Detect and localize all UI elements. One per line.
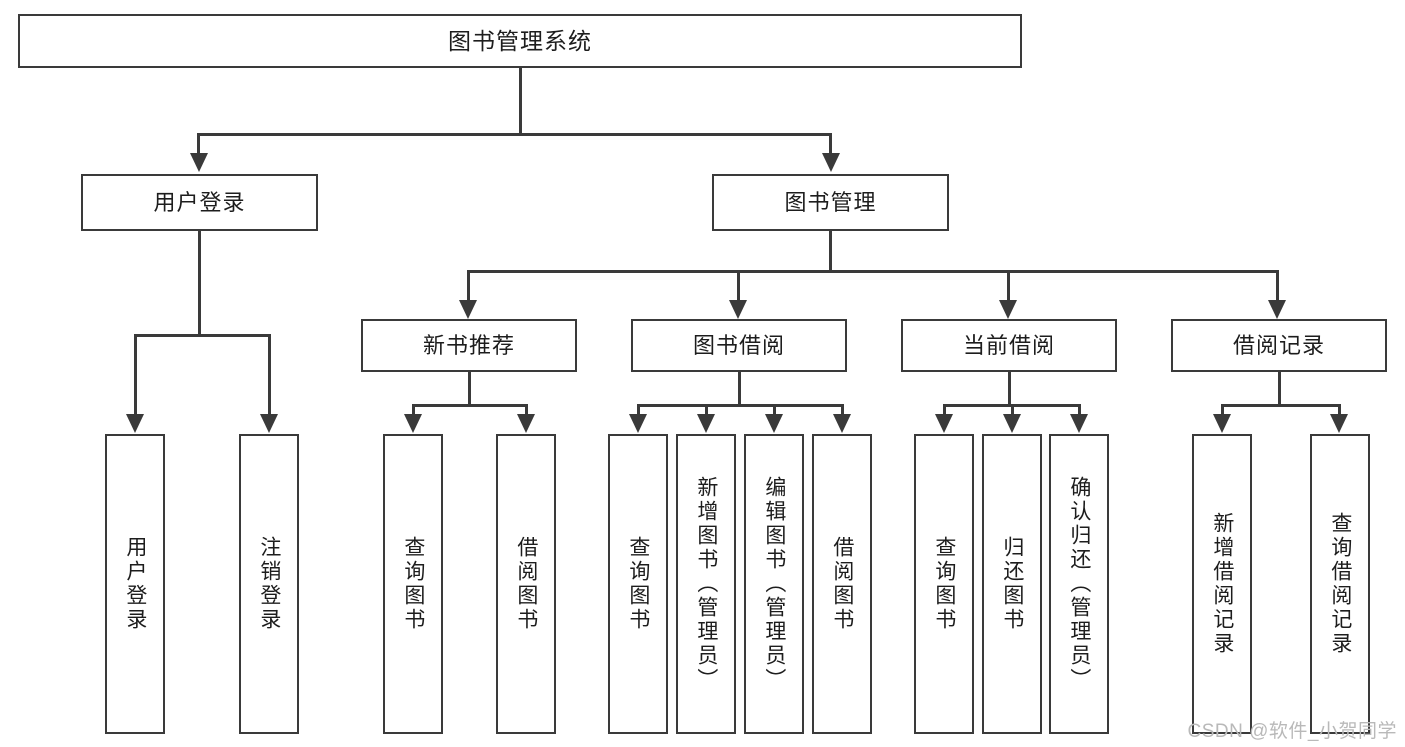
leaf-borrow-record-add-record[interactable]: 新增借阅记录 [1192, 434, 1252, 734]
leaf-book-borrow-add-book-admin[interactable]: 新增图书（管理员） [676, 434, 736, 734]
node-label: 新增图书（管理员） [694, 476, 718, 692]
node-label: 新书推荐 [422, 332, 515, 358]
node-label: 当前借阅 [962, 332, 1055, 358]
arrowhead-cb-leaf-3 [1070, 414, 1088, 433]
edge-drop-to-book-management [829, 133, 832, 155]
edge-nbr-drop-1 [412, 404, 415, 416]
node-book-management[interactable]: 图书管理 [712, 174, 949, 231]
leaf-book-borrow-edit-book-admin[interactable]: 编辑图书（管理员） [744, 434, 804, 734]
node-label: 图书借阅 [692, 332, 785, 358]
arrowhead-br-leaf-2 [1330, 414, 1348, 433]
edge-drop-to-user-login [197, 133, 200, 155]
edge-borrow-record-bus [1221, 404, 1341, 407]
leaf-user-login-user-login[interactable]: 用户登录 [105, 434, 165, 734]
arrowhead-user-login [190, 153, 208, 172]
node-label: 归还图书 [1000, 536, 1024, 632]
leaf-book-borrow-borrow-book[interactable]: 借阅图书 [812, 434, 872, 734]
edge-current-borrow-stem [1008, 372, 1011, 407]
leaf-current-borrow-return-book[interactable]: 归还图书 [982, 434, 1042, 734]
edge-cb-drop-3 [1078, 404, 1081, 416]
arrowhead-borrow-record [1268, 300, 1286, 319]
arrowhead-bb-leaf-1 [629, 414, 647, 433]
arrowhead-book-borrow [729, 300, 747, 319]
edge-cb-drop-2 [1011, 404, 1014, 416]
edge-user-login-drop-2 [268, 334, 271, 416]
leaf-current-borrow-query-book[interactable]: 查询图书 [914, 434, 974, 734]
node-label: 查询图书 [626, 536, 650, 632]
node-label: 新增借阅记录 [1210, 512, 1234, 656]
node-current-borrow[interactable]: 当前借阅 [901, 319, 1117, 372]
edge-br-drop-1 [1221, 404, 1224, 416]
edge-nbr-drop-2 [525, 404, 528, 416]
leaf-new-book-recommend-borrow-book[interactable]: 借阅图书 [496, 434, 556, 734]
node-label: 借阅图书 [830, 536, 854, 632]
edge-root-stem [519, 68, 522, 135]
node-book-borrow[interactable]: 图书借阅 [631, 319, 847, 372]
watermark: CSDN @软件_小贺同学 [1187, 721, 1397, 742]
edge-br-drop-2 [1338, 404, 1341, 416]
node-label: 用户登录 [123, 536, 147, 632]
edge-borrow-record-stem [1278, 372, 1281, 407]
arrowhead-bb-leaf-4 [833, 414, 851, 433]
arrowhead-new-book-recommend [459, 300, 477, 319]
leaf-current-borrow-confirm-return-admin[interactable]: 确认归还（管理员） [1049, 434, 1109, 734]
arrowhead-nbr-leaf-1 [404, 414, 422, 433]
edge-level3-drop-3 [1007, 270, 1010, 302]
edge-level2-bus [197, 133, 832, 136]
arrowhead-nbr-leaf-2 [517, 414, 535, 433]
edge-book-borrow-stem [738, 372, 741, 407]
node-user-login[interactable]: 用户登录 [81, 174, 318, 231]
node-label: 编辑图书（管理员） [762, 476, 786, 692]
node-root-book-management-system[interactable]: 图书管理系统 [18, 14, 1022, 68]
node-label: 查询借阅记录 [1328, 512, 1352, 656]
node-label: 确认归还（管理员） [1067, 476, 1091, 692]
edge-cb-drop-1 [943, 404, 946, 416]
edge-book-management-stem [829, 231, 832, 272]
edge-user-login-stem [198, 231, 201, 337]
leaf-new-book-recommend-query-book[interactable]: 查询图书 [383, 434, 443, 734]
arrowhead-bb-leaf-2 [697, 414, 715, 433]
edge-new-book-recommend-bus [412, 404, 528, 407]
arrowhead-leaf-user-login-2 [260, 414, 278, 433]
node-label: 查询图书 [932, 536, 956, 632]
edge-level3-drop-4 [1276, 270, 1279, 302]
leaf-user-login-logout[interactable]: 注销登录 [239, 434, 299, 734]
edge-bb-drop-2 [705, 404, 708, 416]
arrowhead-cb-leaf-2 [1003, 414, 1021, 433]
arrowhead-current-borrow [999, 300, 1017, 319]
node-label: 注销登录 [257, 536, 281, 632]
leaf-book-borrow-query-book[interactable]: 查询图书 [608, 434, 668, 734]
arrowhead-bb-leaf-3 [765, 414, 783, 433]
node-label: 图书管理系统 [448, 27, 592, 54]
node-label: 借阅图书 [514, 536, 538, 632]
edge-level3-bus [467, 270, 1279, 273]
edge-user-login-drop-1 [134, 334, 137, 416]
edge-new-book-recommend-stem [468, 372, 471, 407]
arrowhead-cb-leaf-1 [935, 414, 953, 433]
arrowhead-book-management [822, 153, 840, 172]
node-label: 查询图书 [401, 536, 425, 632]
edge-user-login-bus [134, 334, 271, 337]
node-label: 借阅记录 [1232, 332, 1325, 358]
node-new-book-recommend[interactable]: 新书推荐 [361, 319, 577, 372]
arrowhead-leaf-user-login-1 [126, 414, 144, 433]
node-label: 图书管理 [784, 189, 877, 215]
edge-bb-drop-3 [773, 404, 776, 416]
edge-bb-drop-1 [637, 404, 640, 416]
node-label: 用户登录 [153, 189, 246, 215]
leaf-borrow-record-query-record[interactable]: 查询借阅记录 [1310, 434, 1370, 734]
node-borrow-record[interactable]: 借阅记录 [1171, 319, 1387, 372]
arrowhead-br-leaf-1 [1213, 414, 1231, 433]
edge-level3-drop-1 [467, 270, 470, 302]
edge-book-borrow-bus [637, 404, 844, 407]
edge-level3-drop-2 [737, 270, 740, 302]
edge-bb-drop-4 [841, 404, 844, 416]
